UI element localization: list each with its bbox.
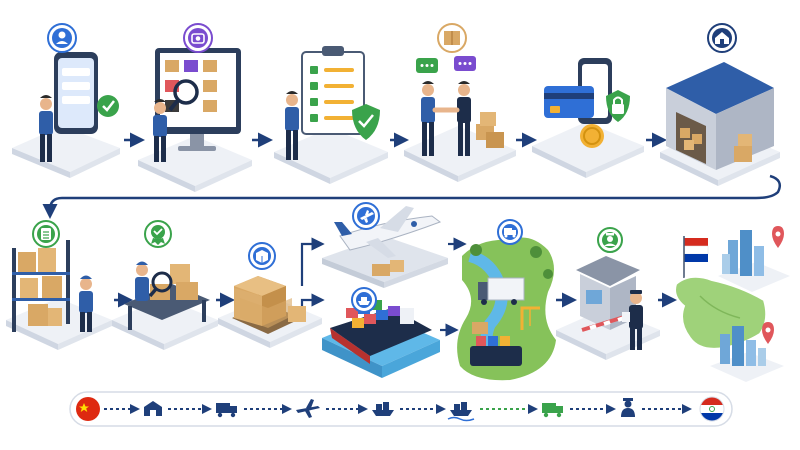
china-flag (76, 397, 100, 421)
ship-icon (358, 301, 370, 305)
plane-icon (296, 399, 320, 418)
clipboard-icon (41, 228, 51, 240)
badge-box (437, 23, 467, 53)
river-icon (468, 250, 508, 367)
credit-card-icon (544, 86, 594, 118)
step-customs (556, 256, 660, 360)
camera-icon (191, 33, 205, 44)
step-search (138, 48, 252, 192)
arrow-to-sea (300, 293, 325, 307)
badge-officer (597, 227, 623, 253)
arrow-to-air (300, 237, 325, 286)
badge-award (144, 220, 172, 248)
check-icon (97, 95, 119, 117)
step-destination (674, 226, 790, 382)
step-checklist (274, 46, 388, 184)
step-deal (404, 56, 516, 182)
badge-package (248, 242, 276, 270)
paraguay-flag (699, 396, 725, 422)
step-order (12, 52, 120, 178)
person-icon (40, 98, 52, 110)
step-inspection (112, 261, 218, 350)
step-payment (532, 58, 644, 178)
truck-icon (504, 228, 512, 235)
route-bar (69, 391, 733, 427)
badge-clipboard (32, 220, 60, 248)
step-packing (218, 276, 322, 348)
step-sea-freight (322, 300, 440, 378)
magnifier-icon (151, 271, 173, 293)
barge-icon (470, 346, 522, 366)
badge-truck (497, 219, 523, 245)
paraguay-flag-pole (684, 238, 708, 246)
ship-icon (447, 402, 475, 422)
step-port (457, 237, 556, 381)
crane-icon (520, 306, 540, 330)
step-warehouse (660, 62, 780, 186)
shelf-icon (12, 248, 16, 332)
officer-icon (607, 236, 613, 242)
warehouse-icon (666, 62, 774, 114)
truck-icon (542, 403, 563, 418)
user-icon (58, 31, 66, 39)
plane-icon (360, 210, 374, 223)
truck-icon (216, 403, 237, 418)
badge-plane (352, 202, 380, 230)
city-icon (720, 334, 730, 364)
location-pin-icon (772, 226, 784, 248)
badge-ship (351, 287, 377, 313)
ship-icon (372, 402, 394, 416)
badge-camera (183, 23, 213, 53)
booth-icon (576, 256, 640, 286)
step-storage (6, 240, 112, 350)
officer-icon (629, 305, 643, 329)
warehouse-icon (144, 401, 162, 416)
city-icon (728, 240, 738, 274)
step-air-freight (322, 206, 448, 288)
row-connector (42, 174, 781, 219)
badge-user (47, 23, 77, 53)
badge-warehouse (707, 23, 737, 53)
warehouse-icon (715, 32, 729, 44)
magnifier-icon (173, 79, 199, 105)
location-pin-icon (762, 322, 774, 344)
truck-icon (478, 282, 488, 300)
officer-icon (621, 398, 635, 417)
